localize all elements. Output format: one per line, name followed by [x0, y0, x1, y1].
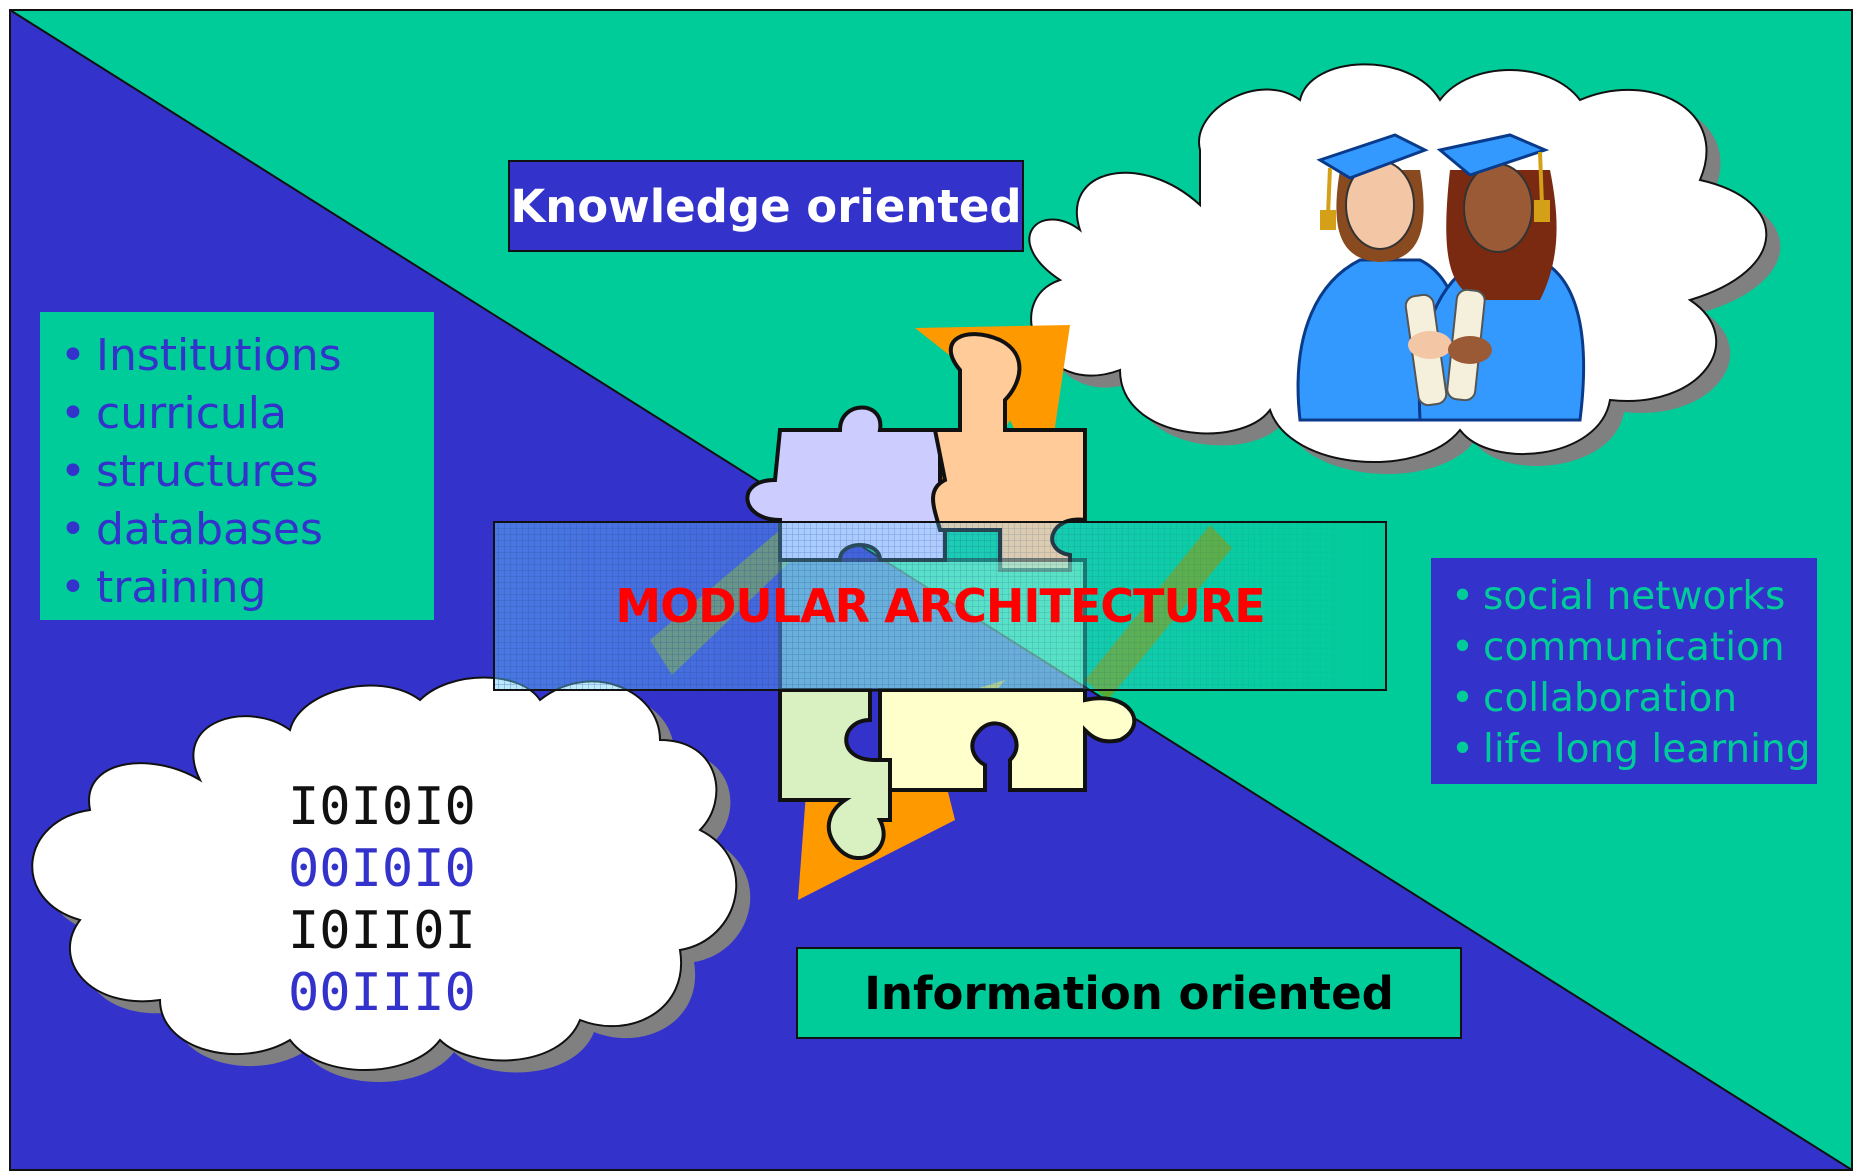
list-item: collaboration — [1451, 673, 1817, 724]
list-item: training — [60, 559, 434, 617]
binary-line: 00III0 — [288, 963, 476, 1023]
list-item: Institutions — [60, 327, 434, 385]
knowledge-oriented-label: Knowledge oriented — [508, 160, 1024, 252]
modular-architecture-label: MODULAR ARCHITECTURE — [615, 579, 1265, 633]
list-item: social networks — [1451, 571, 1817, 622]
binary-code-text: I0I0I0 00I0I0 I0II0I 00III0 — [288, 776, 476, 1024]
binary-line: I0I0I0 — [288, 777, 476, 837]
modular-architecture-box — [493, 521, 1387, 691]
list-item: structures — [60, 443, 434, 501]
puzzle-piece-cream — [878, 688, 1137, 792]
binary-line: I0II0I — [288, 901, 476, 961]
information-oriented-label: Information oriented — [796, 947, 1462, 1039]
puzzle-piece-lightgreen — [778, 688, 892, 861]
knowledge-items-list: Institutions curricula structures databa… — [40, 312, 434, 620]
list-item: curricula — [60, 385, 434, 443]
information-items-list: social networks communication collaborat… — [1431, 558, 1817, 784]
binary-line: 00I0I0 — [288, 839, 476, 899]
list-item: communication — [1451, 622, 1817, 673]
list-item: life long learning — [1451, 724, 1817, 775]
list-item: databases — [60, 501, 434, 559]
